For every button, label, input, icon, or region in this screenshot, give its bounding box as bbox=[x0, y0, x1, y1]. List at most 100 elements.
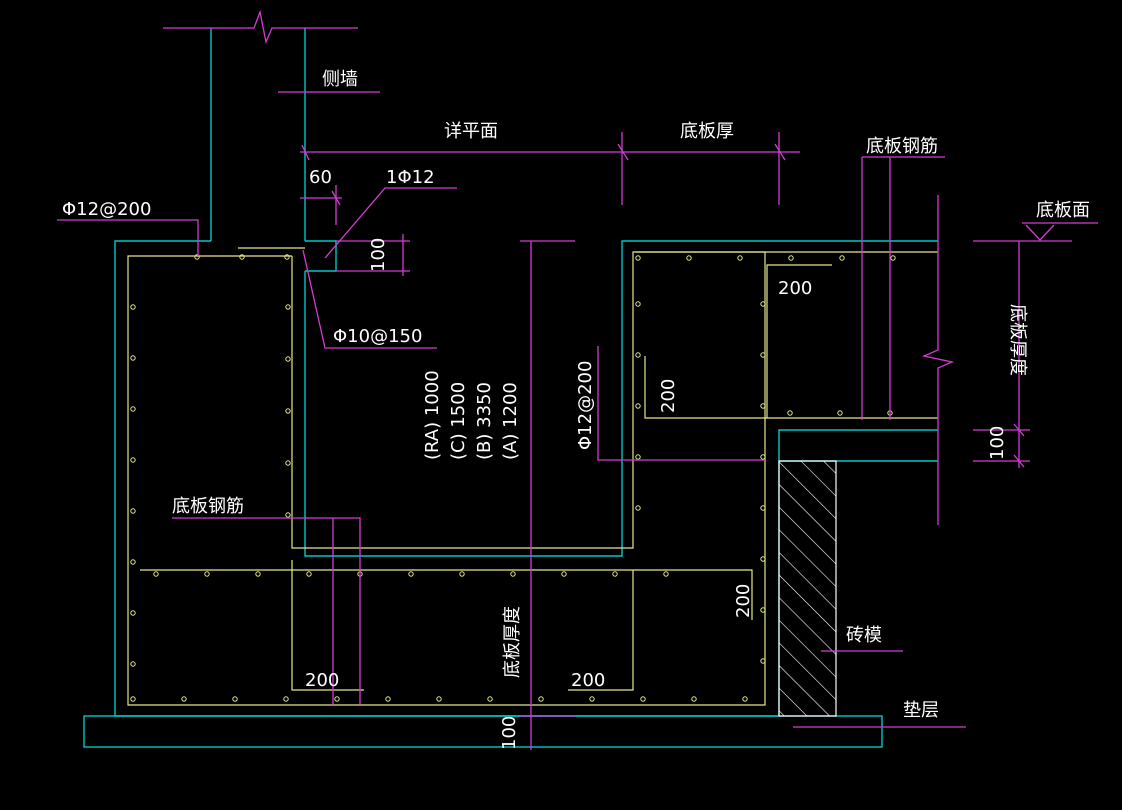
rebar-dot bbox=[787, 410, 793, 416]
rebar-dot bbox=[255, 571, 261, 577]
rebar-dot bbox=[760, 403, 766, 409]
rebar-right-upper-inner bbox=[766, 264, 938, 419]
rebar-dot bbox=[130, 661, 136, 667]
rebar-dot bbox=[232, 696, 238, 702]
label-dim-200-step: 200 bbox=[658, 379, 679, 413]
rebar-dot bbox=[130, 304, 136, 310]
right-dim-tick-mid bbox=[1013, 423, 1025, 437]
rebar-dot bbox=[285, 512, 291, 518]
rebar-dot bbox=[385, 696, 391, 702]
detail-dim-tick-left bbox=[301, 144, 310, 161]
top-break-line bbox=[163, 9, 358, 45]
rebar-dot bbox=[760, 607, 766, 613]
slab-face-triangle bbox=[1025, 224, 1055, 241]
rebar-dot bbox=[837, 410, 843, 416]
pit-outer-boundary bbox=[114, 240, 779, 717]
cushion-layer bbox=[83, 715, 883, 748]
rebar-slab-long bbox=[140, 569, 753, 620]
rebar-dot bbox=[839, 255, 845, 261]
rebar-dot bbox=[130, 406, 136, 412]
label-slab-face: 底板面 bbox=[1036, 200, 1090, 221]
rebar-dot bbox=[239, 254, 245, 260]
rebar-dot bbox=[285, 356, 291, 362]
rebar-left-loop bbox=[127, 251, 766, 706]
bar-phi12-left-leader bbox=[57, 219, 199, 256]
bar-1phi12-leader bbox=[324, 187, 457, 259]
label-brick-formwork: 砖模 bbox=[846, 625, 882, 646]
rebar-bottom-L-mid bbox=[568, 570, 634, 691]
thickness-table-row: (C) 1500 bbox=[448, 382, 469, 460]
slab-rebar-left-leader bbox=[172, 517, 361, 705]
rebar-dot bbox=[760, 454, 766, 460]
label-bar-phi12-mid: Φ12@200 bbox=[575, 361, 596, 450]
rebar-dot bbox=[204, 571, 210, 577]
thickness-table-row: (RA) 1000 bbox=[422, 370, 443, 460]
rebar-dot bbox=[760, 556, 766, 562]
rebar-dot bbox=[635, 505, 641, 511]
rebar-dot bbox=[760, 658, 766, 664]
label-dim-100-right: 100 bbox=[987, 426, 1008, 460]
rebar-dot bbox=[153, 571, 159, 577]
detail-dim-tick-mid bbox=[617, 143, 629, 161]
rebar-dot bbox=[130, 696, 136, 702]
rebar-dot bbox=[130, 457, 136, 463]
rebar-dot bbox=[285, 408, 291, 414]
rebar-dot bbox=[612, 571, 618, 577]
brick-formwork-hatch bbox=[778, 460, 837, 717]
rebar-dot bbox=[686, 255, 692, 261]
label-side-wall: 侧墙 bbox=[322, 69, 358, 90]
rebar-dot bbox=[538, 696, 544, 702]
label-dim-200-right-top: 200 bbox=[778, 278, 812, 299]
label-slab-rebar-top: 底板钢筋 bbox=[866, 136, 938, 157]
label-bar-1phi12: 1Φ12 bbox=[386, 167, 435, 188]
bar-phi10-leader bbox=[302, 249, 437, 349]
rebar-dot bbox=[436, 696, 442, 702]
rebar-dot bbox=[635, 403, 641, 409]
label-bar-phi12-left: Φ12@200 bbox=[62, 199, 151, 220]
rebar-dot bbox=[285, 460, 291, 466]
rebar-dot bbox=[283, 696, 289, 702]
rebar-dots bbox=[130, 254, 896, 702]
rebar-dot bbox=[130, 508, 136, 514]
rebar-dot bbox=[742, 696, 748, 702]
rebar-dot bbox=[408, 571, 414, 577]
label-dim-100-top: 100 bbox=[368, 238, 389, 272]
ledge-notch bbox=[305, 240, 337, 272]
rebar-dot bbox=[635, 301, 641, 307]
thickness-table-row: (B) 3350 bbox=[474, 382, 495, 460]
label-dim-200-mid-right: 200 bbox=[733, 584, 754, 618]
label-slab-rebar-left: 底板钢筋 bbox=[172, 496, 244, 517]
rebar-dot bbox=[284, 254, 290, 260]
rebar-dot bbox=[487, 696, 493, 702]
label-dim-100-bottom: 100 bbox=[499, 716, 520, 750]
label-slab-thickness-bottom: 底板厚度 bbox=[502, 606, 523, 678]
bar-phi12-mid-leader bbox=[597, 346, 765, 461]
rebar-lines bbox=[127, 247, 938, 706]
label-bar-phi10: Φ10@150 bbox=[333, 326, 422, 347]
label-slab-thickness: 底板厚 bbox=[680, 121, 734, 142]
rebar-dot bbox=[561, 571, 567, 577]
thickness-table: (RA) 1000(C) 1500(B) 3350(A) 1200 bbox=[422, 370, 521, 460]
rebar-dot bbox=[760, 301, 766, 307]
rebar-dot bbox=[635, 352, 641, 358]
structure-outline bbox=[83, 28, 938, 748]
right-break-line bbox=[921, 195, 955, 525]
rebar-dot bbox=[890, 255, 896, 261]
label-detail-plane: 详平面 bbox=[444, 121, 498, 142]
rebar-dot bbox=[760, 352, 766, 358]
rebar-dot bbox=[130, 355, 136, 361]
dimension-lines bbox=[57, 9, 1098, 750]
rebar-dot bbox=[640, 696, 646, 702]
rebar-dot bbox=[306, 571, 312, 577]
rebar-dot bbox=[663, 571, 669, 577]
rebar-dot bbox=[181, 696, 187, 702]
pit-inner-step bbox=[304, 240, 938, 557]
rebar-dot bbox=[459, 571, 465, 577]
rebar-dot bbox=[194, 254, 200, 260]
rebar-dot bbox=[130, 559, 136, 565]
rebar-dot bbox=[130, 610, 136, 616]
rebar-right-step bbox=[644, 356, 767, 419]
dim-60-tick bbox=[331, 190, 341, 206]
rebar-dot bbox=[635, 255, 641, 261]
